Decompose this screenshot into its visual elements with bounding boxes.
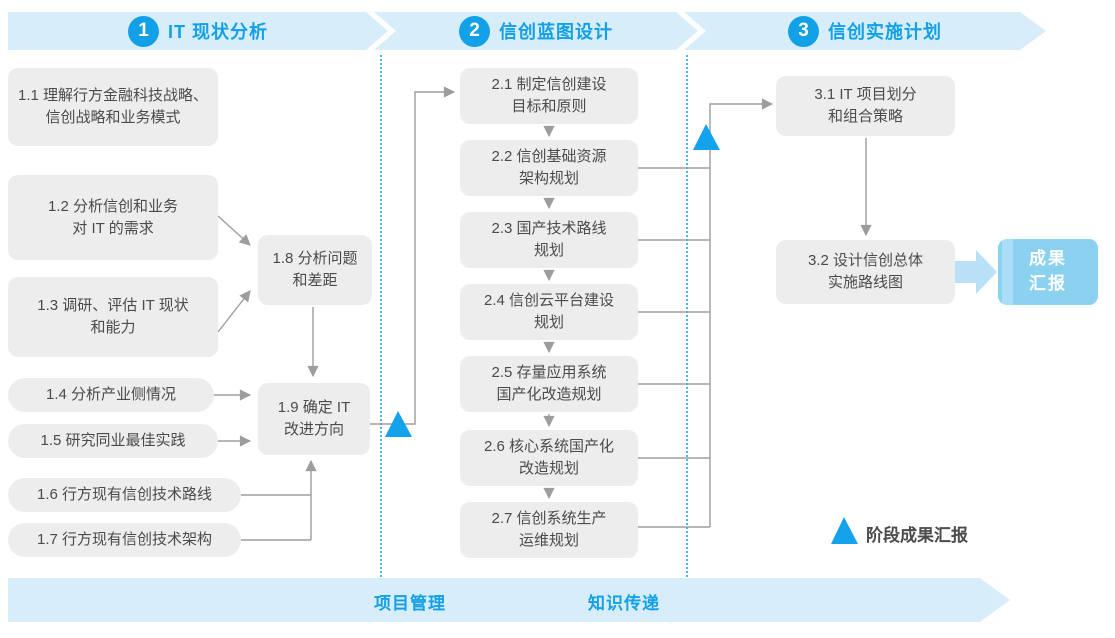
phase-number-badge-1: 1 <box>128 16 159 47</box>
box-3-1: 3.1 IT 项目划分 和组合策略 <box>776 76 955 136</box>
footer-banner <box>8 578 1010 622</box>
phase-number-badge-2: 2 <box>459 16 490 47</box>
legend-label: 阶段成果汇报 <box>866 526 968 545</box>
phase-title-2: 信创蓝图设计 <box>499 22 613 42</box>
box-1-9: 1.9 确定 IT 改进方向 <box>258 383 370 455</box>
box-1-4: 1.4 分析产业侧情况 <box>8 378 214 412</box>
phase-banner-3: 3 信创实施计划 <box>684 12 1046 50</box>
box-2-2: 2.2 信创基础资源 架构规划 <box>460 140 638 196</box>
phase-divider-dotted-line-2 <box>686 55 688 577</box>
phase-banner-2: 2 信创蓝图设计 <box>374 12 698 50</box>
result-arrow <box>955 250 997 294</box>
milestone-triangle-phase2 <box>693 124 720 150</box>
footer-label-knowledge-transfer: 知识传递 <box>588 594 660 613</box>
milestone-triangle-phase1 <box>385 411 412 437</box>
box-2-6: 2.6 核心系统国产化 改造规划 <box>460 430 638 486</box>
box-1-6: 1.6 行方现有信创技术路线 <box>8 478 241 512</box>
box-3-2: 3.2 设计信创总体 实施路线图 <box>776 240 955 304</box>
box-1-8: 1.8 分析问题 和差距 <box>258 235 372 305</box>
box-1-2: 1.2 分析信创和业务 对 IT 的需求 <box>8 175 218 260</box>
footer-label-project-management: 项目管理 <box>374 594 446 613</box>
box-2-1: 2.1 制定信创建设 目标和原则 <box>460 68 638 124</box>
legend-triangle <box>831 517 858 544</box>
phase-number-badge-3: 3 <box>788 16 819 47</box>
box-2-7: 2.7 信创系统生产 运维规划 <box>460 502 638 558</box>
box-1-1: 1.1 理解行方金融科技战略、 信创战略和业务模式 <box>8 68 218 146</box>
phase-title-3: 信创实施计划 <box>828 22 942 42</box>
phase-title-1: IT 现状分析 <box>168 22 268 42</box>
phase-divider-dotted-line-1 <box>380 55 382 577</box>
box-2-5: 2.5 存量应用系统 国产化改造规划 <box>460 356 638 412</box>
box-1-3: 1.3 调研、评估 IT 现状 和能力 <box>8 277 218 357</box>
box-2-3: 2.3 国产技术路线 规划 <box>460 212 638 268</box>
box-1-7: 1.7 行方现有信创技术架构 <box>8 523 241 557</box>
box-1-5: 1.5 研究同业最佳实践 <box>8 424 218 458</box>
phase-banner-1: 1 IT 现状分析 <box>8 12 388 50</box>
box-2-4: 2.4 信创云平台建设 规划 <box>460 284 638 340</box>
result-box: 成果 汇报 <box>998 239 1098 305</box>
